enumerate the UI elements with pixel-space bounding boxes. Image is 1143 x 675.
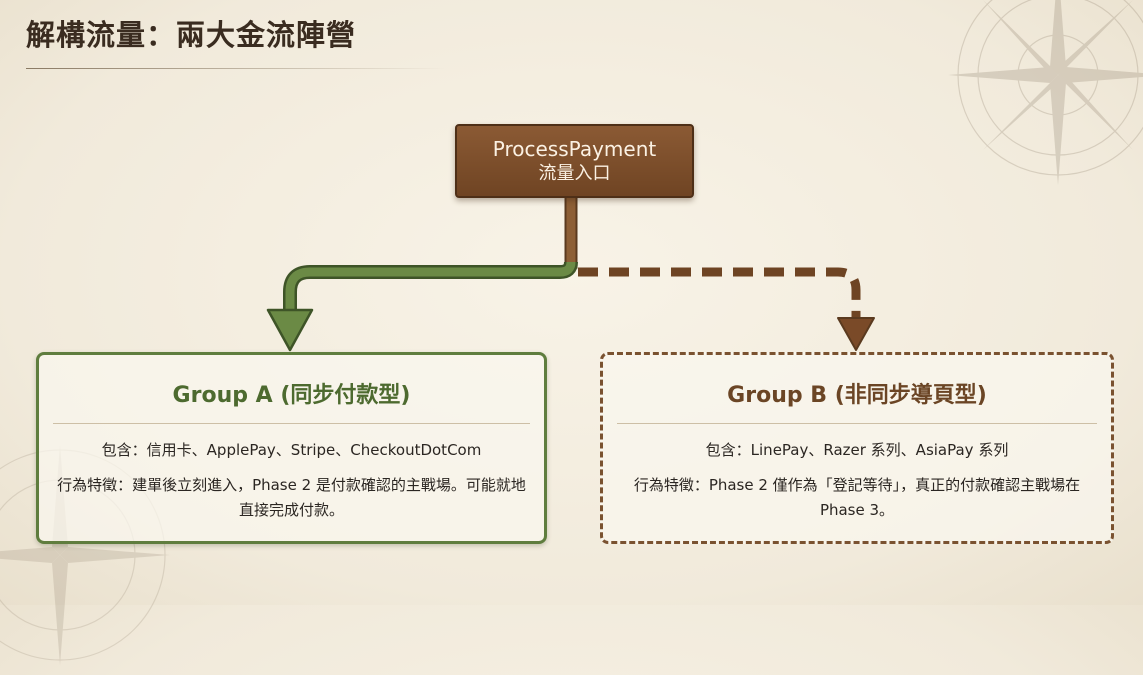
group-b-title: Group B (非同步導頁型): [727, 383, 987, 408]
group-a-title: Group A (同步付款型): [172, 383, 411, 408]
title-divider: [26, 68, 446, 69]
group-a-behavior: 行為特徵：建單後立刻進入，Phase 2 是付款確認的主戰場。可能就地直接完成付…: [57, 476, 526, 519]
group-b-card: Group B (非同步導頁型) 包含：LinePay、Razer 系列、Asi…: [600, 352, 1114, 544]
group-a-card: Group A (同步付款型) 包含：信用卡、ApplePay、Stripe、C…: [36, 352, 547, 544]
entry-node: ProcessPayment 流量入口: [455, 124, 694, 198]
group-b-behavior: 行為特徵：Phase 2 僅作為「登記等待」，真正的付款確認主戰場在 Phase…: [633, 476, 1081, 519]
arrowhead-group-b: [837, 317, 875, 351]
group-a-divider: [53, 423, 530, 424]
group-a-members: 包含：信用卡、ApplePay、Stripe、CheckoutDotCom: [101, 441, 482, 459]
arrowhead-group-a: [266, 308, 314, 352]
group-b-members: 包含：LinePay、Razer 系列、AsiaPay 系列: [705, 441, 1009, 459]
compass-rose-icon: [948, 0, 1143, 185]
group-b-divider: [617, 423, 1097, 424]
entry-node-title: ProcessPayment: [492, 137, 657, 161]
flow-connectors: [266, 187, 875, 352]
dashed-path-to-group-b: [578, 267, 861, 318]
entry-node-subtitle: 流量入口: [538, 163, 611, 184]
page-title: 解構流量：兩大金流陣營: [26, 18, 357, 52]
